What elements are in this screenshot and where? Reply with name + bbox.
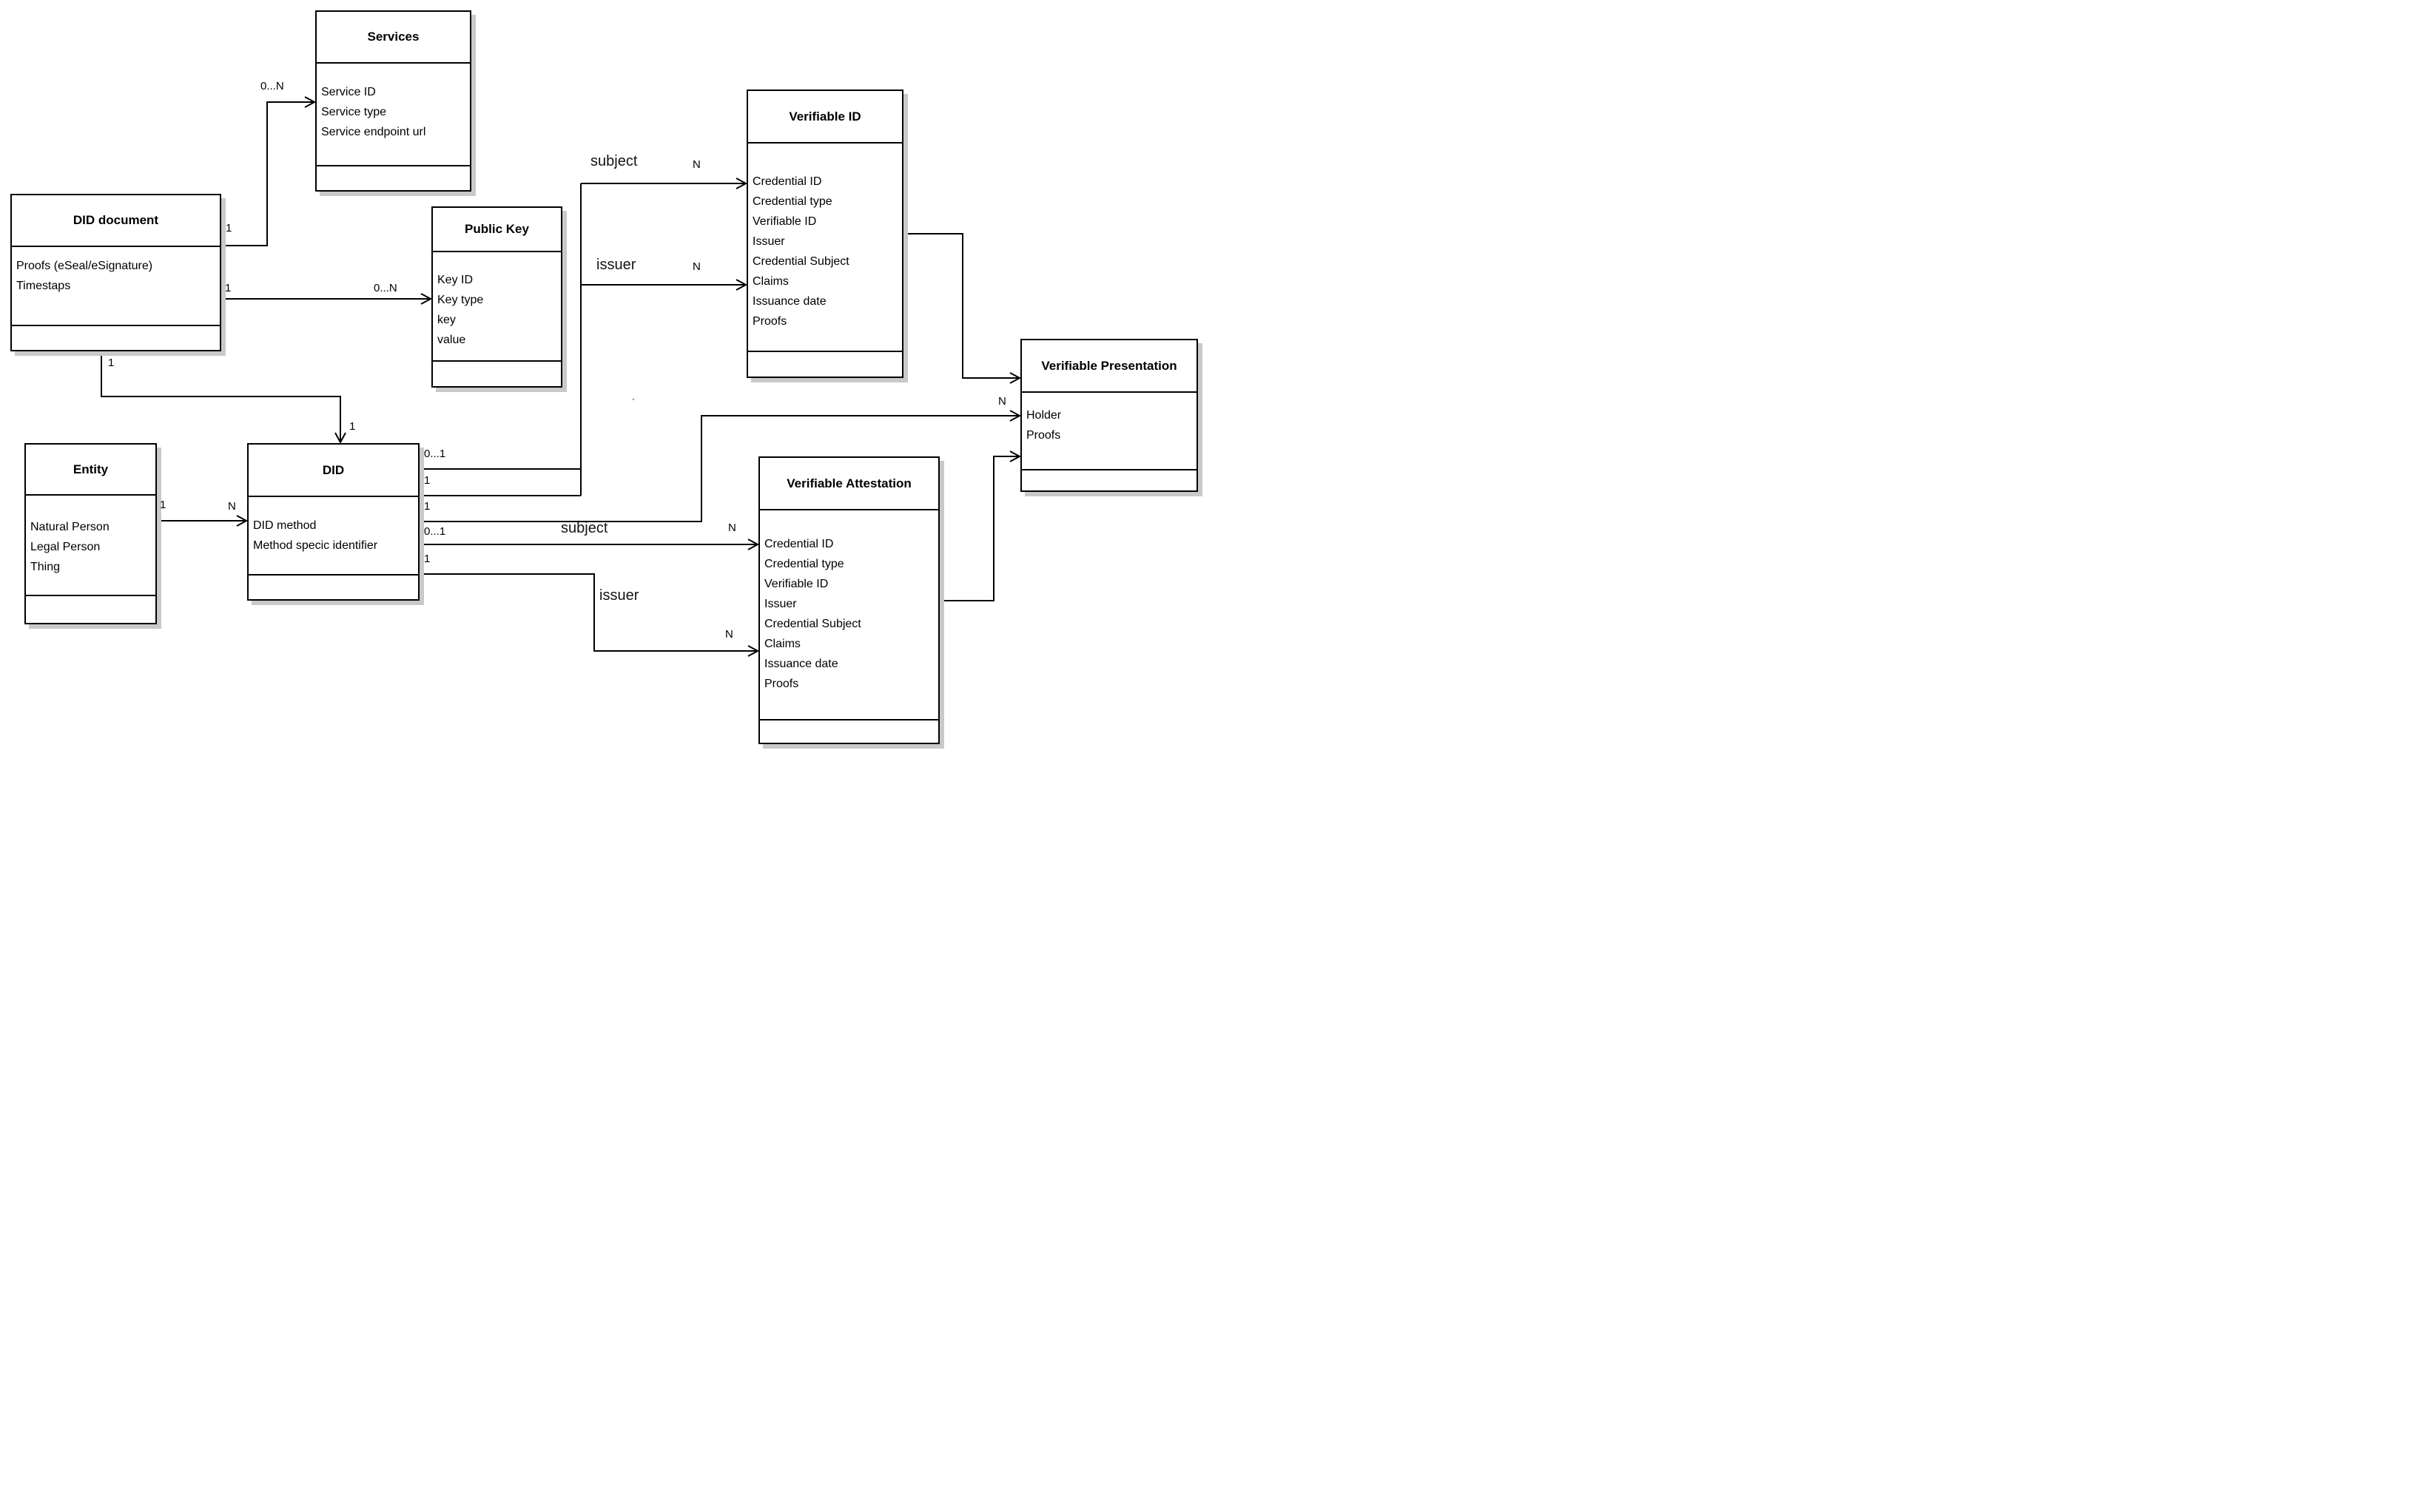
connector-va-vp — [940, 456, 1019, 601]
class-title-public-key: Public Key — [433, 208, 561, 252]
field: Credential ID — [753, 175, 822, 188]
connector-diddocument-services — [221, 101, 314, 246]
arrowhead-vid-subject — [736, 178, 748, 189]
class-box-public-key: Public Key Key ID Key type key value — [431, 206, 562, 388]
field: Verifiable ID — [753, 215, 817, 228]
field: Proofs — [764, 678, 799, 690]
multiplicity-label: N — [725, 628, 733, 641]
field: Issuer — [764, 598, 797, 610]
multiplicity-label: N — [228, 500, 236, 513]
class-fields-public-key: Key ID Key type key value — [433, 252, 561, 362]
class-fields-verifiable-id: Credential ID Credential type Verifiable… — [748, 144, 902, 352]
arrowhead-vp-holder — [1009, 410, 1022, 422]
class-title-services: Services — [317, 12, 470, 64]
field: Key ID — [437, 274, 474, 286]
class-title-verifiable-presentation: Verifiable Presentation — [1022, 340, 1197, 393]
multiplicity-label: 1 — [424, 500, 431, 513]
field: Credential type — [764, 558, 844, 570]
role-label-issuer: issuer — [596, 257, 636, 273]
field: Credential Subject — [753, 255, 849, 268]
class-title-did-document: DID document — [12, 195, 220, 247]
uml-diagram-canvas: Services Service ID Service type Service… — [0, 0, 1215, 756]
class-fields-services: Service ID Service type Service endpoint… — [317, 64, 470, 166]
field: Verifiable ID — [764, 578, 829, 590]
arrowhead-vp-from-va — [1009, 450, 1022, 462]
field: Natural Person — [30, 521, 110, 533]
class-title-verifiable-id: Verifiable ID — [748, 91, 902, 144]
class-title-verifiable-attestation: Verifiable Attestation — [760, 458, 938, 510]
field: Timestaps — [16, 280, 71, 292]
field: Claims — [753, 275, 789, 288]
multiplicity-label: 1 — [226, 222, 232, 234]
multiplicity-label: N — [693, 158, 701, 171]
arrowhead-vp-from-vid — [1009, 372, 1022, 384]
stray-mark: ´ — [632, 396, 636, 408]
class-box-verifiable-presentation: Verifiable Presentation Holder Proofs — [1020, 339, 1198, 492]
class-box-did-document: DID document Proofs (eSeal/eSignature) T… — [10, 194, 221, 351]
arrowhead-did-left — [236, 515, 249, 527]
multiplicity-label: 1 — [225, 282, 232, 294]
arrowhead-publickey — [420, 293, 433, 305]
multiplicity-label: 1 — [424, 553, 431, 565]
multiplicity-label: N — [998, 395, 1006, 408]
multiplicity-label: 0...N — [374, 282, 397, 294]
connector-did-va-issuer — [420, 573, 757, 652]
class-box-did: DID DID method Method specic identifier — [247, 443, 420, 601]
multiplicity-label: 1 — [108, 357, 115, 369]
field: Credential type — [753, 195, 832, 208]
role-label-issuer: issuer — [599, 587, 639, 604]
field: Service ID — [321, 86, 376, 98]
field: Proofs — [1026, 429, 1061, 442]
connector-vid-vp — [903, 233, 1019, 379]
connector-did-vp-holder — [420, 415, 1019, 522]
field: Service endpoint url — [321, 126, 426, 138]
class-fields-did: DID method Method specic identifier — [249, 497, 418, 576]
class-box-services: Services Service ID Service type Service… — [315, 10, 471, 192]
class-fields-verifiable-attestation: Credential ID Credential type Verifiable… — [760, 510, 938, 720]
arrowhead-va-subject — [747, 539, 760, 550]
class-box-entity: Entity Natural Person Legal Person Thing — [24, 443, 157, 624]
field: Legal Person — [30, 541, 101, 553]
field: Issuance date — [764, 658, 838, 670]
multiplicity-label: 0...1 — [424, 448, 446, 460]
field: value — [437, 334, 466, 346]
connector-layer — [101, 96, 1022, 657]
field: Service type — [321, 106, 387, 118]
arrowhead-did-top — [334, 432, 346, 445]
arrowhead-va-issuer — [747, 645, 760, 657]
field: Claims — [764, 638, 801, 650]
class-fields-verifiable-presentation: Holder Proofs — [1022, 393, 1197, 470]
connector-diddocument-did — [101, 351, 341, 441]
field: DID method — [253, 519, 317, 532]
multiplicity-label: 1 — [160, 499, 166, 511]
field: Proofs (eSeal/eSignature) — [16, 260, 153, 272]
field: Credential Subject — [764, 618, 861, 630]
arrowhead-vid-issuer — [736, 279, 748, 291]
field: Thing — [30, 561, 61, 573]
multiplicity-label: 0...N — [260, 80, 284, 92]
class-title-entity: Entity — [26, 445, 155, 496]
field: Credential ID — [764, 538, 834, 550]
multiplicity-label: N — [728, 522, 736, 534]
class-fields-did-document: Proofs (eSeal/eSignature) Timestaps — [12, 247, 220, 326]
field: Key type — [437, 294, 484, 306]
field: key — [437, 314, 456, 326]
role-label-subject: subject — [561, 520, 608, 536]
field: Method specic identifier — [253, 539, 378, 552]
multiplicity-label: N — [693, 260, 701, 273]
field: Issuer — [753, 235, 785, 248]
role-label-subject: subject — [590, 153, 638, 169]
class-fields-entity: Natural Person Legal Person Thing — [26, 496, 155, 596]
multiplicity-label: 0...1 — [424, 525, 446, 538]
class-box-verifiable-id: Verifiable ID Credential ID Credential t… — [747, 90, 903, 378]
class-box-verifiable-attestation: Verifiable Attestation Credential ID Cre… — [758, 456, 940, 744]
multiplicity-label: 1 — [424, 474, 431, 487]
class-title-did: DID — [249, 445, 418, 497]
multiplicity-label: 1 — [349, 420, 356, 433]
arrowhead-services — [304, 96, 317, 108]
field: Proofs — [753, 315, 787, 328]
field: Holder — [1026, 409, 1062, 422]
field: Issuance date — [753, 295, 827, 308]
